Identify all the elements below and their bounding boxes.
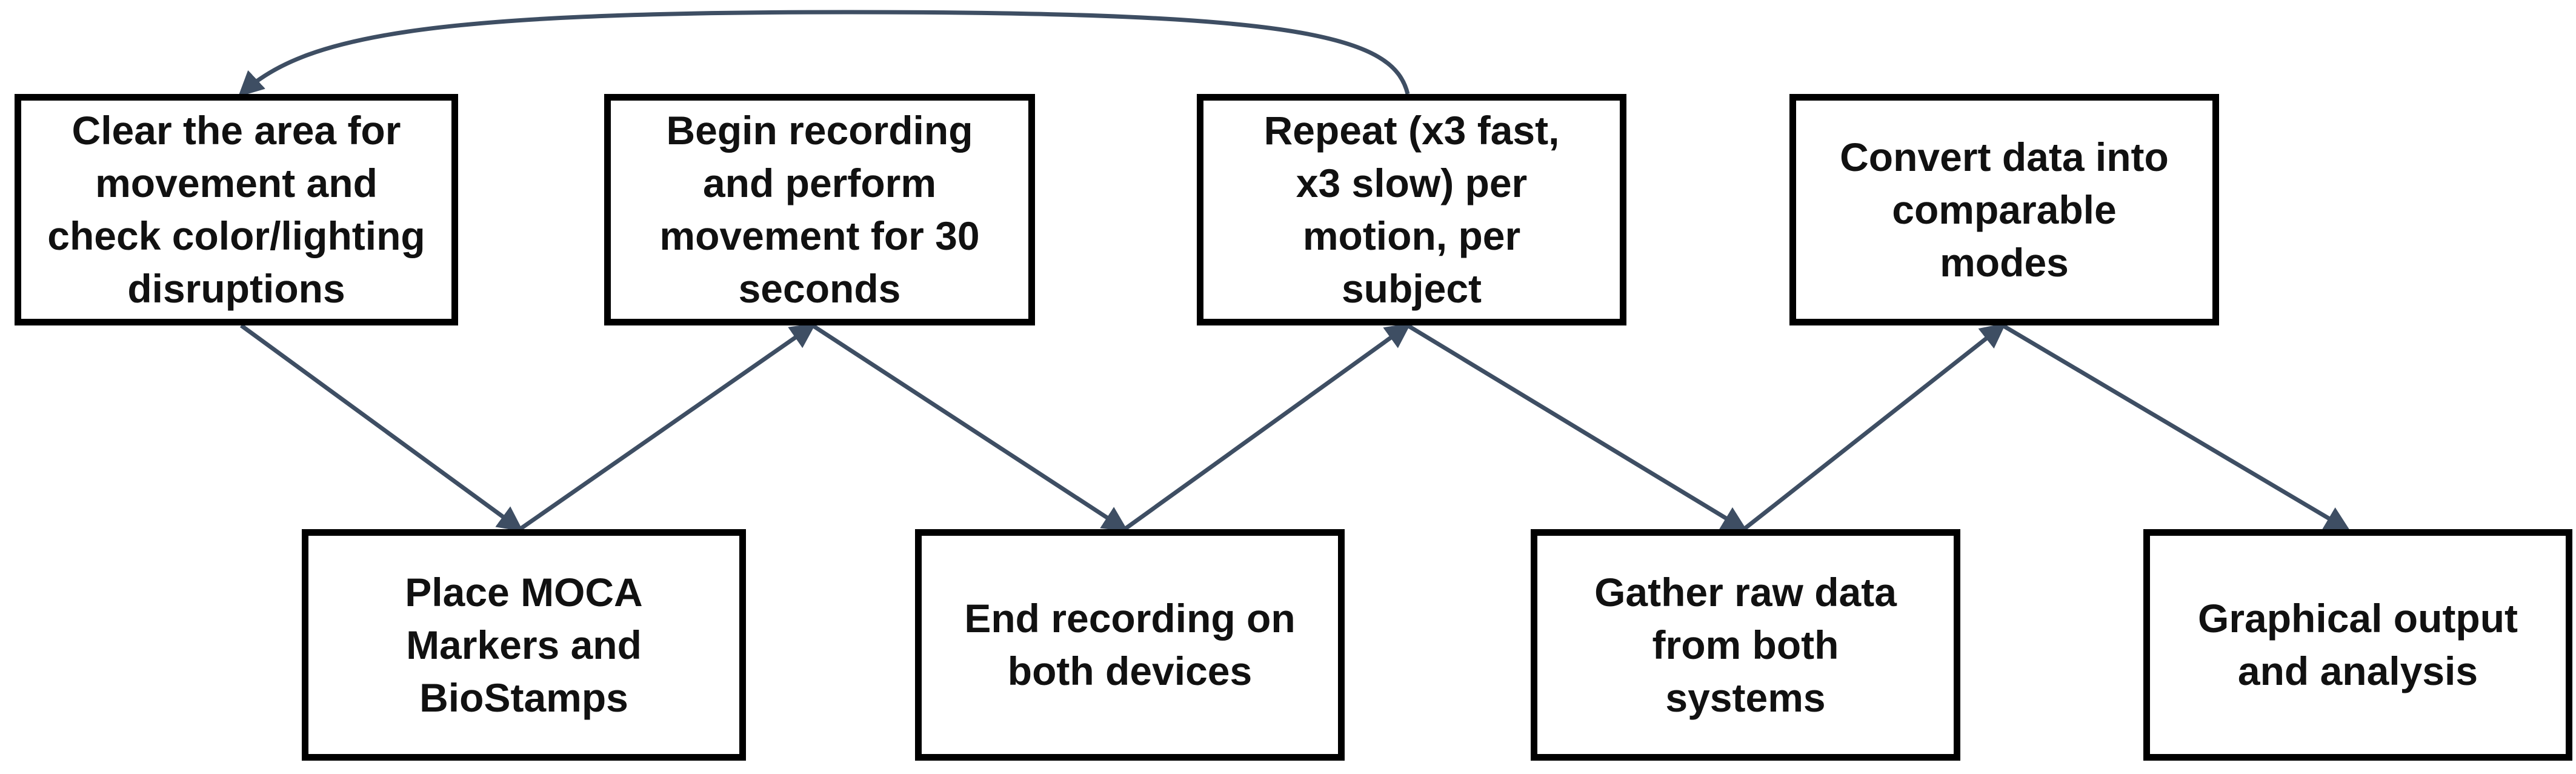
step-clear-area-label: Clear the area for movement and check co… bbox=[47, 108, 425, 311]
step-end-recording-box: End recording on both devices bbox=[915, 529, 1345, 761]
step-graphical-output-label: Graphical output and analysis bbox=[2198, 596, 2518, 693]
arrow-repeat-to-clear-loop bbox=[238, 10, 1410, 97]
step-place-markers-box: Place MOCA Markers and BioStamps bbox=[302, 529, 746, 761]
step-convert-data-box: Convert data into comparable modes bbox=[1789, 94, 2219, 325]
step-end-recording-label: End recording on both devices bbox=[964, 596, 1296, 693]
arrow-place-to-begin bbox=[519, 323, 816, 531]
step-place-markers-label: Place MOCA Markers and BioStamps bbox=[405, 569, 643, 720]
arrow-end-to-repeat bbox=[1123, 322, 1411, 531]
arrow-begin-to-end bbox=[811, 324, 1128, 532]
arrow-repeat-to-gather bbox=[1406, 324, 1748, 532]
step-graphical-output-box: Graphical output and analysis bbox=[2143, 529, 2572, 761]
step-begin-recording-label: Begin recording and perform movement for… bbox=[659, 108, 980, 311]
step-begin-recording-box: Begin recording and perform movement for… bbox=[604, 94, 1035, 325]
step-gather-data-label: Gather raw data from both systems bbox=[1594, 569, 1897, 720]
step-convert-data-label: Convert data into comparable modes bbox=[1840, 134, 2169, 285]
step-repeat-label: Repeat (x3 fast, x3 slow) per motion, pe… bbox=[1263, 108, 1560, 311]
arrow-clear-to-place bbox=[239, 324, 524, 532]
arrow-convert-to-graphical bbox=[2002, 323, 2351, 532]
arrow-gather-to-convert bbox=[1742, 322, 2006, 531]
step-gather-data-box: Gather raw data from both systems bbox=[1531, 529, 1960, 761]
step-repeat-box: Repeat (x3 fast, x3 slow) per motion, pe… bbox=[1197, 94, 1626, 325]
step-clear-area-box: Clear the area for movement and check co… bbox=[15, 94, 458, 325]
